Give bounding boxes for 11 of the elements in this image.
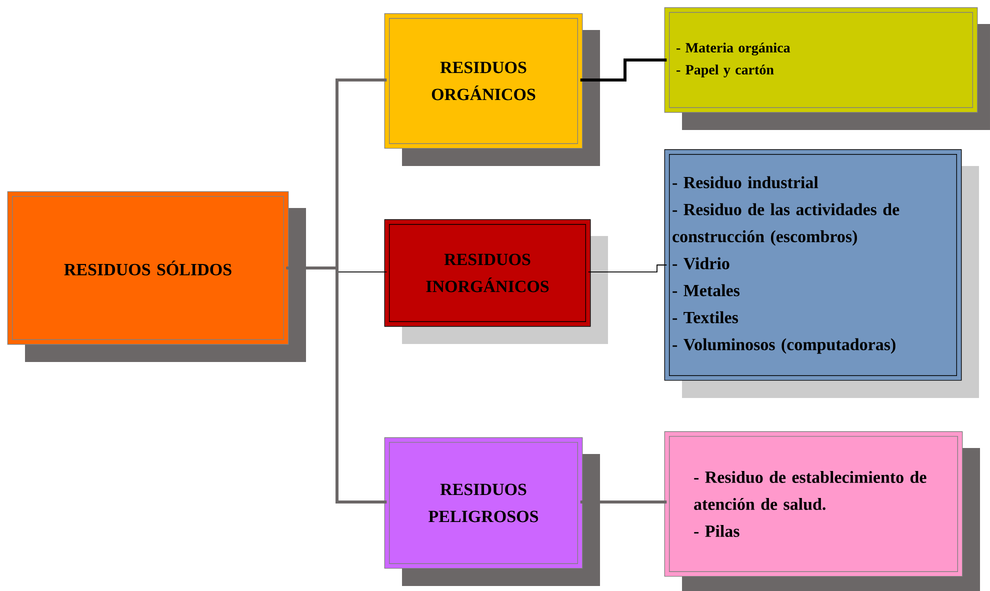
connector-line xyxy=(580,500,667,504)
category-box: RESIDUOS SÓLIDOS xyxy=(7,191,289,345)
category-box: RESIDUOS INORGÁNICOS xyxy=(384,219,591,327)
connector-line xyxy=(580,58,667,82)
category-box: RESIDUOS PELIGROSOS xyxy=(384,437,583,569)
list-box: - Materia orgánica - Papel y cartón xyxy=(664,7,978,113)
connector-line xyxy=(588,264,668,272)
list-box: - Residuo de establecimiento de atención de salud. - Pilas xyxy=(664,431,963,577)
category-box: RESIDUOS ORGÁNICOS xyxy=(384,13,583,149)
list-box: - Residuo industrial - Residuo de las actividades de construcción (escombros) - Vidrio - Metales - Textiles - Voluminosos (computadoras) xyxy=(664,149,962,381)
connector-line xyxy=(286,266,387,504)
